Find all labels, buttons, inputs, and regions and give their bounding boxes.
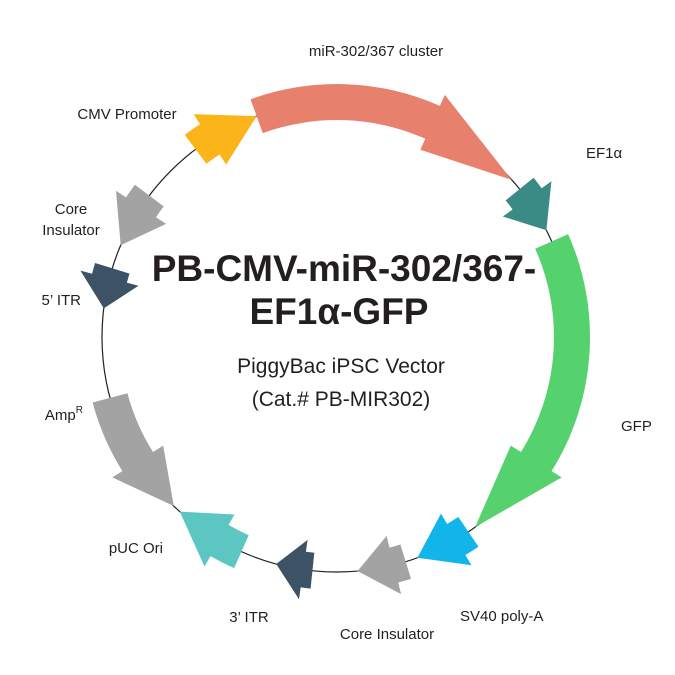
label-sv40: SV40 poly-A bbox=[460, 608, 543, 625]
label-gfp: GFP bbox=[621, 418, 652, 435]
label-mir-cluster: miR-302/367 cluster bbox=[309, 43, 443, 60]
puc-ori-arrow bbox=[179, 511, 249, 569]
gfp-arrow bbox=[475, 234, 591, 528]
vector-subtitle-line2: (Cat.# PB-MIR302) bbox=[252, 388, 431, 411]
ampr-arrow bbox=[92, 393, 174, 506]
itr3-arrow bbox=[276, 539, 315, 600]
label-ampr-sup: R bbox=[76, 405, 83, 416]
label-itr3: 3’ ITR bbox=[229, 609, 269, 626]
label-puc-ori: pUC Ori bbox=[109, 540, 163, 557]
mir-cluster-arrow bbox=[250, 84, 512, 180]
label-ampr-main: Amp bbox=[45, 407, 76, 424]
label-ef1a: EF1α bbox=[586, 145, 623, 162]
itr5-arrow bbox=[80, 263, 139, 309]
label-core-insulator-left-2: Insulator bbox=[42, 222, 100, 239]
vector-title-line1: PB-CMV-miR-302/367- bbox=[152, 248, 537, 289]
label-cmv: CMV Promoter bbox=[77, 106, 176, 123]
vector-title-line2: EF1α-GFP bbox=[250, 291, 429, 332]
label-itr5: 5’ ITR bbox=[42, 292, 82, 309]
feature-arrows bbox=[80, 84, 591, 600]
label-core-insulator-bottom: Core Insulator bbox=[340, 626, 434, 643]
vector-subtitle-line1: PiggyBac iPSC Vector bbox=[237, 355, 445, 378]
cmv-arrow bbox=[184, 114, 257, 165]
core-insulator-bottom-arrow bbox=[357, 535, 411, 595]
label-ampr: AmpR bbox=[45, 405, 83, 424]
sv40-arrow bbox=[417, 513, 479, 566]
label-core-insulator-left-1: Core bbox=[55, 201, 88, 218]
core-insulator-left-arrow bbox=[116, 184, 167, 246]
ef1a-arrow bbox=[502, 177, 552, 231]
